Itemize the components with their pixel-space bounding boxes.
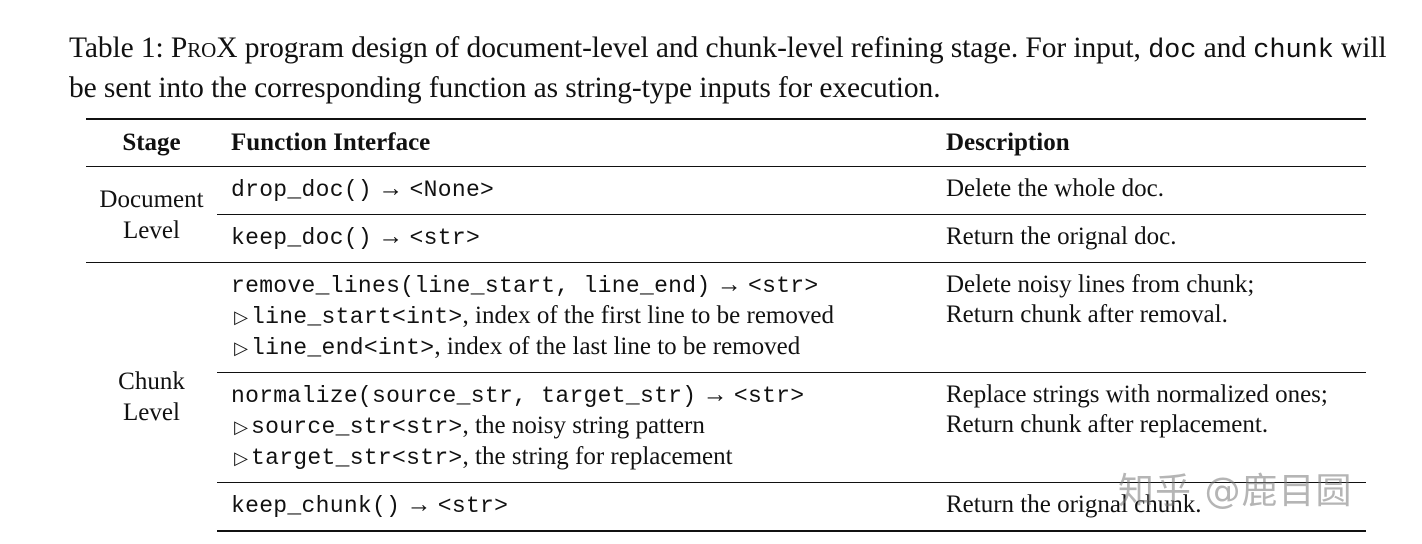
table-header-row: Stage Function Interface Description [86,118,1366,167]
description-cell: Delete the whole doc. [946,175,1164,202]
description-cell: Return the orignal doc. [932,214,1366,263]
triangle-marker-icon: ▷ [234,448,248,468]
watermark: 知乎 @鹿目圆 [1118,471,1353,512]
function-cell: keep_chunk() → <str> [217,482,932,532]
argument-line: ▷line_start<int>, index of the first lin… [231,301,932,332]
triangle-marker-icon: ▷ [234,417,248,437]
header-function: Function Interface [217,118,932,167]
function-cell: remove_lines(line_start, line_end) → <st… [217,262,932,373]
function-signature: keep_chunk() [231,493,401,519]
caption-code-chunk: chunk [1253,36,1334,66]
description-cell: Replace strings with normalized ones;Ret… [932,372,1366,483]
function-signature: drop_doc() [231,177,373,203]
triangle-marker-icon: ▷ [234,307,248,327]
prox-function-table: Stage Function Interface Description Doc… [86,118,1366,532]
function-signature: remove_lines(line_start, line_end) [231,273,711,299]
argument-line: ▷source_str<str>, the noisy string patte… [231,411,932,442]
description-cell: Delete noisy lines from chunk;Return chu… [932,262,1366,373]
function-signature: keep_doc() [231,225,373,251]
header-description: Description [932,118,1366,167]
function-signature: normalize(source_str, target_str) [231,383,697,409]
table-row: normalize(source_str, target_str) → <str… [86,372,1366,483]
caption-text-2: and [1196,32,1254,64]
function-cell: drop_doc() → <None> [231,175,495,203]
prox-name: PROX [170,32,238,64]
table-caption: Table 1: PROX program design of document… [69,30,1399,107]
table-row: keep_doc() → <str> Return the orignal do… [86,214,1366,263]
table-row: keep_chunk() → <str> Return the orignal … [86,482,1366,532]
argument-line: ▷target_str<str>, the string for replace… [231,442,932,473]
description-cell: Return the orignal chunk. [932,482,1366,532]
header-stage: Stage [86,118,217,167]
caption-label: Table 1: [69,32,164,64]
triangle-marker-icon: ▷ [234,338,248,358]
caption-code-doc: doc [1148,36,1197,66]
caption-text-3: will be sent into the corresponding func… [69,32,1387,104]
caption-text-1: program design of document-level and chu… [237,32,1149,64]
function-cell: normalize(source_str, target_str) → <str… [217,372,932,483]
function-cell: keep_doc() → <str> [217,214,932,263]
argument-line: ▷line_end<int>, index of the last line t… [231,332,932,363]
